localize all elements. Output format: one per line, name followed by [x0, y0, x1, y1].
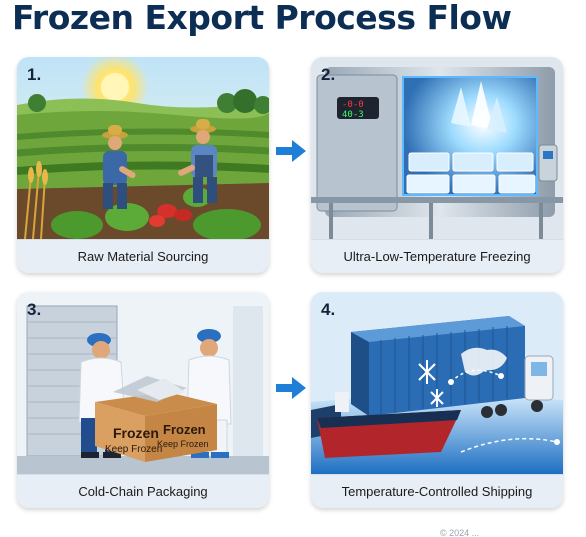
step-label: Raw Material Sourcing: [17, 239, 269, 273]
temperature-display: [337, 97, 379, 119]
step-number: 3.: [27, 300, 42, 319]
world-map-icon: [461, 347, 507, 376]
truck-cab: [481, 355, 554, 418]
box-label-right: Frozen: [163, 422, 206, 437]
page-title: Frozen Export Process Flow: [12, 0, 512, 37]
cardboard-box: [95, 376, 217, 462]
packaging-room-illustration: Frozen Keep Frozen Frozen Keep Frozen: [17, 292, 269, 474]
shipping-illustration: [311, 292, 563, 474]
reefer-container: [351, 316, 525, 416]
svg-text:Keep Frozen: Keep Frozen: [157, 439, 209, 449]
svg-text:40-3: 40-3: [342, 110, 364, 120]
step-card-cold-chain-packaging: Frozen Keep Frozen Frozen Keep Frozen 3.…: [17, 292, 269, 508]
step-label: Temperature-Controlled Shipping: [311, 474, 563, 508]
step-card-raw-material-sourcing: 1. Raw Material Sourcing: [17, 57, 269, 273]
arrow-right-icon: [276, 140, 306, 162]
step-label: Ultra-Low-Temperature Freezing: [311, 239, 563, 273]
snowflake-icon: [418, 360, 436, 384]
farmer-left: [102, 125, 136, 209]
cargo-ship: [311, 392, 461, 458]
step-number: 1.: [27, 65, 42, 84]
farm-field-illustration: [17, 57, 269, 239]
copyright-text: © 2024 ...: [440, 528, 480, 537]
frozen-trays: [406, 152, 536, 194]
svg-text:-0-0: -0-0: [342, 100, 364, 110]
step-number: 4.: [321, 300, 336, 319]
snowflake-icon: [430, 389, 444, 407]
step-number: 2.: [321, 65, 336, 84]
svg-text:Keep Frozen: Keep Frozen: [105, 444, 162, 455]
blast-freezer-illustration: -0-0 40-3: [311, 57, 563, 239]
arrow-right-icon: [276, 377, 306, 399]
step-label: Cold-Chain Packaging: [17, 474, 269, 508]
step-card-ultra-low-temperature-freezing: -0-0 40-3 2. Ultra-Low-Temperature Freez…: [311, 57, 563, 273]
box-label-left: Frozen: [113, 425, 159, 441]
step-card-temperature-controlled-shipping: 4. Temperature-Controlled Shipping: [311, 292, 563, 508]
farmer-right: [178, 119, 217, 203]
